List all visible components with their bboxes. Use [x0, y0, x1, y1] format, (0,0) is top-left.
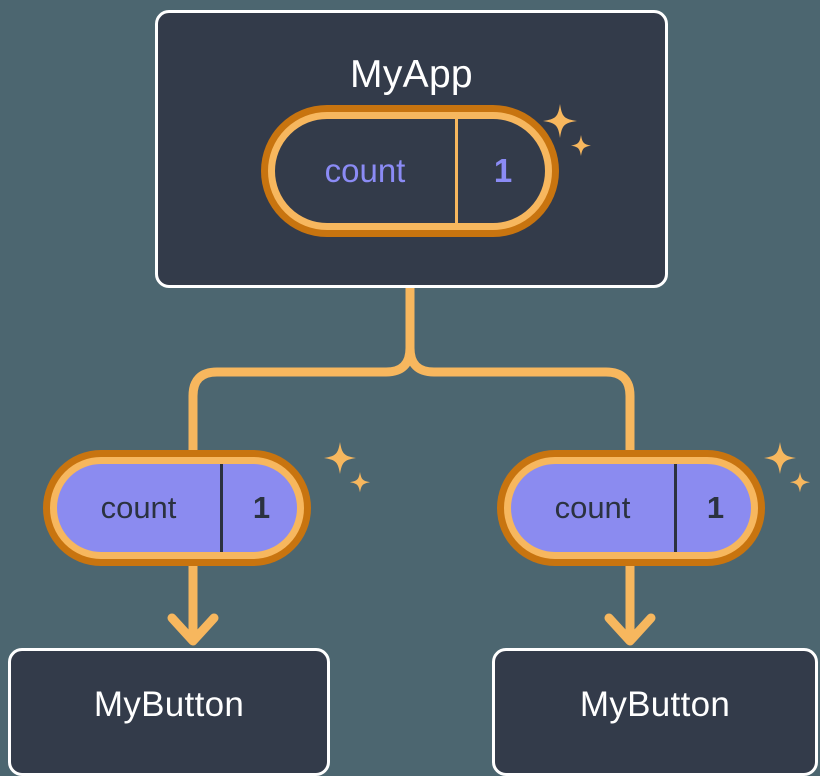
state-value-label: 1	[455, 119, 548, 223]
sparkle-group-myapp	[543, 104, 591, 156]
state-key-label: count	[100, 490, 177, 525]
connector-to-right-state	[405, 281, 635, 460]
sparkle-large-icon	[324, 442, 356, 474]
arrow-left-to-mybutton	[167, 561, 219, 646]
state-pill-left[interactable]: count 1	[50, 457, 304, 559]
state-value-label: 1	[674, 464, 754, 552]
connector-to-left-state	[188, 281, 415, 460]
sparkle-large-icon	[764, 442, 796, 474]
component-node-mybutton-left[interactable]: MyButton	[8, 648, 330, 776]
state-pill-myapp[interactable]: count 1	[268, 112, 552, 230]
state-pill-right[interactable]: count 1	[504, 457, 758, 559]
component-node-mybutton-right[interactable]: MyButton	[492, 648, 818, 776]
sparkle-small-icon	[571, 135, 591, 156]
sparkle-group-right	[764, 442, 810, 493]
sparkle-large-icon	[543, 104, 577, 138]
state-value-label: 1	[220, 464, 300, 552]
component-label-myapp: MyApp	[350, 53, 473, 96]
sparkle-group-left	[324, 442, 370, 493]
sparkle-small-icon	[350, 472, 370, 493]
arrow-right-to-mybutton	[604, 561, 656, 646]
sparkle-small-icon	[790, 472, 810, 493]
state-key-label: count	[324, 152, 406, 189]
component-label-mybutton: MyButton	[93, 685, 245, 724]
component-label-mybutton: MyButton	[579, 685, 731, 724]
state-key-label: count	[554, 490, 631, 525]
